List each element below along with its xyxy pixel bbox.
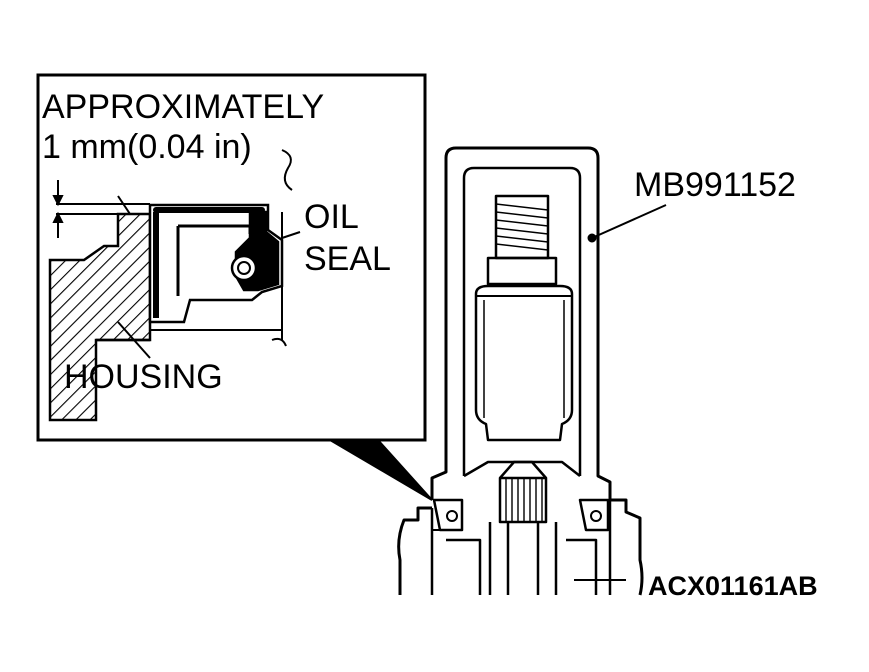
dimension-mark [52,180,150,238]
oil-seal-label-line2: SEAL [304,240,391,278]
tool-label-leader [591,204,667,239]
tool-part-number: MB991152 [634,166,796,204]
housing-label: HOUSING [64,358,223,396]
threaded-stud [486,194,558,286]
figure-code: ACX01161AB [648,571,818,601]
housing-leader [117,321,151,359]
oil-seal-leader [281,231,301,239]
callout-box: APPROXIMATELY 1 mm(0.04 in) OIL SEAL HOU… [36,73,433,501]
housing-right [566,498,644,596]
housing-left [397,506,482,595]
driver-cylinder [474,284,574,442]
oil-seal-left [432,498,464,532]
splined-shaft [488,460,558,595]
oil-seal-right [578,498,610,532]
main-assembly [397,146,667,596]
dimension-label-line2: 1 mm(0.04 in) [42,128,252,166]
special-tool-lower-edge [463,460,581,478]
special-tool-body [430,146,612,500]
special-tool-inner-cavity [462,166,582,476]
dimension-label-line1: APPROXIMATELY [42,88,324,126]
callout-pointer [326,439,433,501]
oil-seal-label-line1: OIL [304,198,359,236]
